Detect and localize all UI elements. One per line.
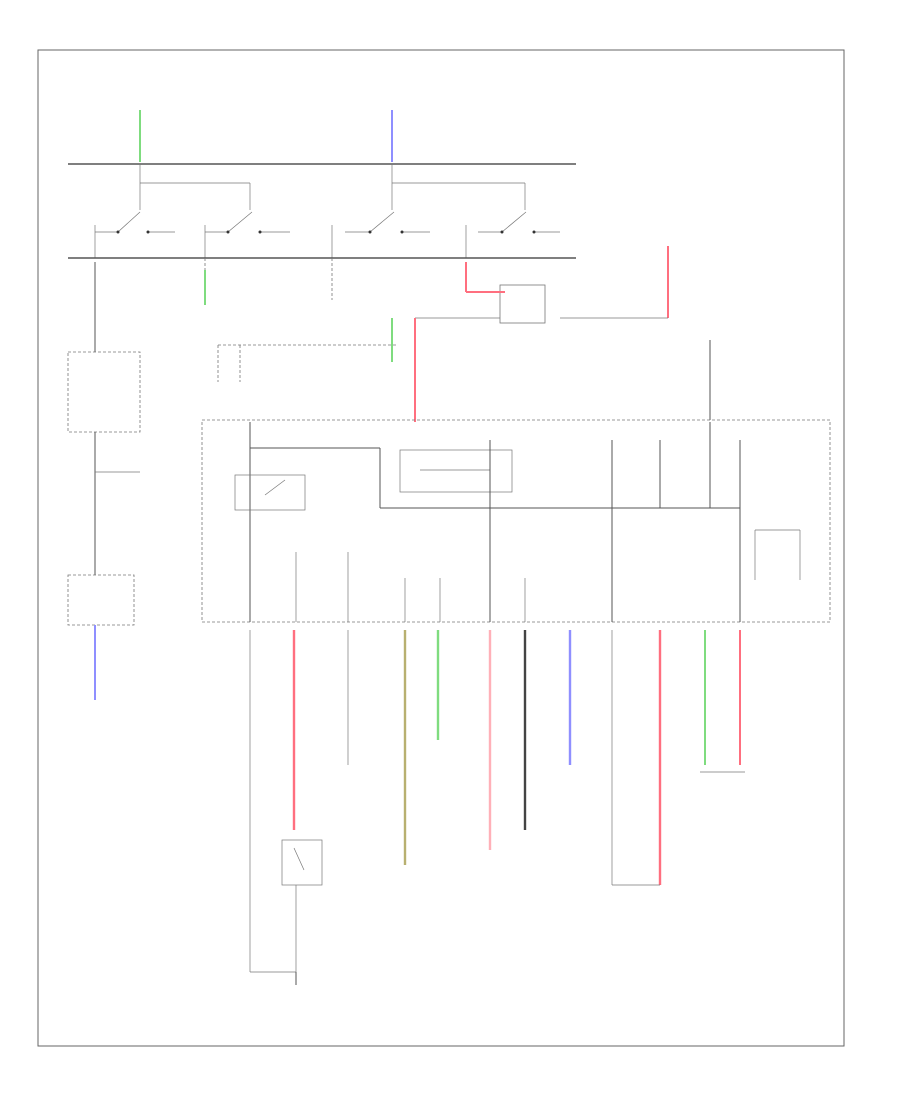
switch-3 <box>345 183 430 234</box>
left-component-2-box <box>67 574 135 626</box>
right-relay-source <box>560 246 669 319</box>
switch-1 <box>95 183 175 234</box>
relay-block <box>415 262 546 324</box>
switch-4 <box>478 183 560 234</box>
switch-2 <box>205 183 290 234</box>
left-component-box <box>67 351 141 433</box>
bottom-switch <box>281 839 323 886</box>
internal-relay-2 <box>399 449 513 493</box>
internal-relay-1 <box>234 474 306 511</box>
diagram-frame <box>37 49 845 1047</box>
